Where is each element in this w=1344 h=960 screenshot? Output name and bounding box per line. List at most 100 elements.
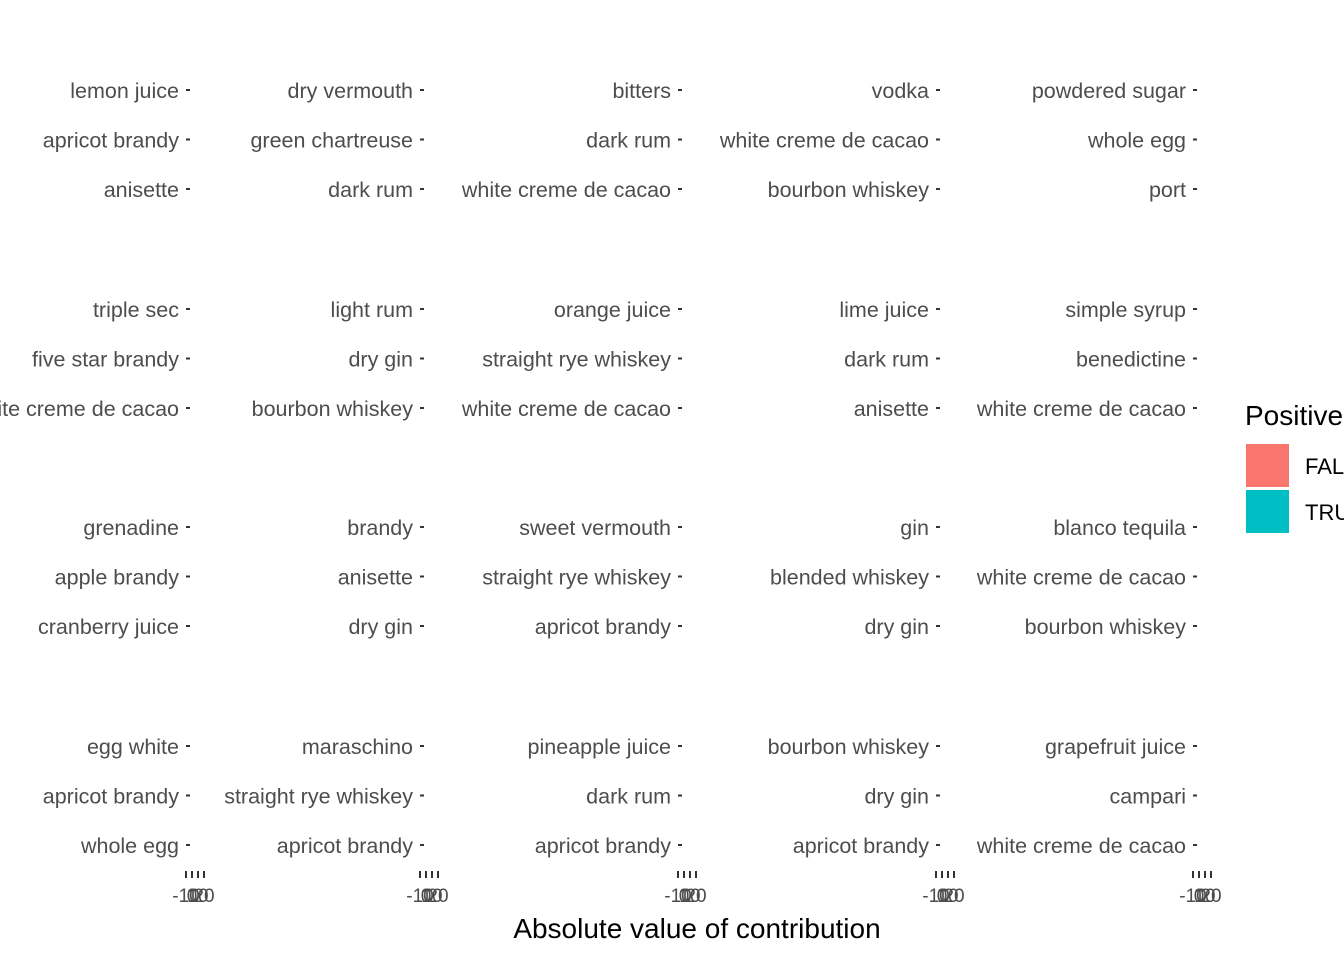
y-tick-label: straight rye whiskey: [224, 785, 413, 809]
y-tick-label: sweet vermouth: [519, 516, 671, 540]
y-tick-label: white creme de cacao: [976, 397, 1186, 421]
y-tick-label: port: [1149, 178, 1186, 202]
legend-label: FALSE: [1305, 454, 1344, 479]
y-tick-label: anisette: [338, 566, 413, 590]
y-tick-label: blended whiskey: [770, 566, 929, 590]
facet-panel: grapefruit juice campari white creme de ca…: [976, 735, 1222, 907]
x-axis-title: Absolute value of contribution: [513, 913, 880, 944]
y-tick-label: five star brandy: [32, 348, 179, 372]
x-tick-label: -10: [172, 886, 199, 907]
y-tick-label: straight rye whiskey: [482, 348, 671, 372]
y-tick-label: lemon juice: [70, 79, 179, 103]
x-tick-label: 10: [421, 886, 442, 907]
x-tick-label: 0: [937, 886, 948, 907]
x-tick-label: -10: [922, 886, 949, 907]
x-tick-label: -10: [406, 886, 433, 907]
y-tick-label: bourbon whiskey: [1025, 615, 1187, 639]
y-tick-label: whole egg: [1087, 129, 1186, 153]
y-tick-label: green chartreuse: [250, 129, 413, 153]
facet-panel: light rum dry gin bourbon whiskey: [252, 298, 424, 421]
y-tick-label: apple brandy: [55, 566, 180, 590]
y-tick-label: apricot brandy: [43, 785, 179, 809]
legend-title: Positive: [1245, 400, 1343, 431]
x-tick-label: 0: [1194, 886, 1205, 907]
facet-panel: grenadine apple brandy cranberry juice: [38, 516, 190, 639]
facet-panel: blanco tequila white creme de cacao bourbo…: [976, 516, 1197, 639]
facet-panel: simple syrup benedictine white creme de ca…: [976, 298, 1197, 421]
facet-panel: dry vermouth green chartreuse dark rum: [250, 79, 424, 202]
facet-panel: powdered sugar whole egg port: [1032, 79, 1197, 202]
legend-item: TRUE: [1246, 490, 1344, 533]
x-tick-label: 0: [187, 886, 198, 907]
legend-item: FALSE: [1246, 444, 1344, 487]
y-tick-label: white creme de cacao: [976, 834, 1186, 858]
x-tick-label: 20: [1200, 886, 1221, 907]
y-tick-label: straight rye whiskey: [482, 566, 671, 590]
facet-panels: lemon juice apricot brandy anisette dry ver…: [0, 79, 1222, 907]
x-tick-label: 10: [679, 886, 700, 907]
y-tick-label: dark rum: [844, 348, 929, 372]
y-tick-label: campari: [1110, 785, 1186, 809]
y-tick-label: dry vermouth: [288, 79, 413, 103]
y-tick-label: gin: [900, 516, 929, 540]
y-tick-label: light rum: [331, 298, 413, 322]
x-tick-label: 20: [943, 886, 964, 907]
y-tick-label: dry gin: [864, 785, 929, 809]
y-tick-label: apricot brandy: [535, 615, 671, 639]
x-tick-label: 0: [679, 886, 690, 907]
facet-panel: gin blended whiskey dry gin: [770, 516, 940, 639]
y-tick-label: bourbon whiskey: [768, 178, 930, 202]
y-tick-label: bourbon whiskey: [768, 735, 930, 759]
y-tick-label: white creme de cacao: [719, 129, 929, 153]
y-tick-label: pineapple juice: [528, 735, 671, 759]
facet-panel: bourbon whiskey dry gin apricot brandy -100…: [768, 735, 965, 907]
x-tick-label: 10: [187, 886, 208, 907]
facet-panel: orange juice straight rye whiskey white cr…: [461, 298, 682, 421]
y-tick-label: simple syrup: [1065, 298, 1186, 322]
y-tick-label: apricot brandy: [277, 834, 413, 858]
y-tick-label: orange juice: [554, 298, 671, 322]
y-tick-label: lime juice: [839, 298, 929, 322]
y-tick-label: apricot brandy: [793, 834, 929, 858]
y-tick-label: triple sec: [93, 298, 179, 322]
y-tick-label: brandy: [347, 516, 413, 540]
facet-panel: brandy anisette dry gin: [338, 516, 424, 639]
legend-key: [1246, 490, 1289, 533]
y-tick-label: dark rum: [586, 129, 671, 153]
x-tick-label: 20: [427, 886, 448, 907]
y-tick-label: dry gin: [348, 615, 413, 639]
y-tick-label: egg white: [87, 735, 179, 759]
y-tick-label: grenadine: [83, 516, 179, 540]
y-tick-label: benedictine: [1076, 348, 1186, 372]
y-tick-label: maraschino: [302, 735, 413, 759]
y-tick-label: white creme de cacao: [461, 397, 671, 421]
y-tick-label: dry gin: [864, 615, 929, 639]
y-tick-label: bourbon whiskey: [252, 397, 414, 421]
y-tick-label: anisette: [104, 178, 179, 202]
y-tick-label: white creme de cacao: [976, 566, 1186, 590]
y-tick-label: grapefruit juice: [1045, 735, 1186, 759]
y-tick-label: powdered sugar: [1032, 79, 1186, 103]
x-tick-label: 20: [193, 886, 214, 907]
y-tick-label: blanco tequila: [1053, 516, 1186, 540]
y-tick-label: dark rum: [328, 178, 413, 202]
x-tick-label: 20: [685, 886, 706, 907]
y-tick-label: dry gin: [348, 348, 413, 372]
y-tick-label: white creme de cacao: [461, 178, 671, 202]
facet-panel: maraschino straight rye whiskey apricot br…: [224, 735, 448, 907]
x-tick-label: 10: [1194, 886, 1215, 907]
x-tick-label: -10: [664, 886, 691, 907]
y-tick-label: cranberry juice: [38, 615, 179, 639]
legend-key: [1246, 444, 1289, 487]
